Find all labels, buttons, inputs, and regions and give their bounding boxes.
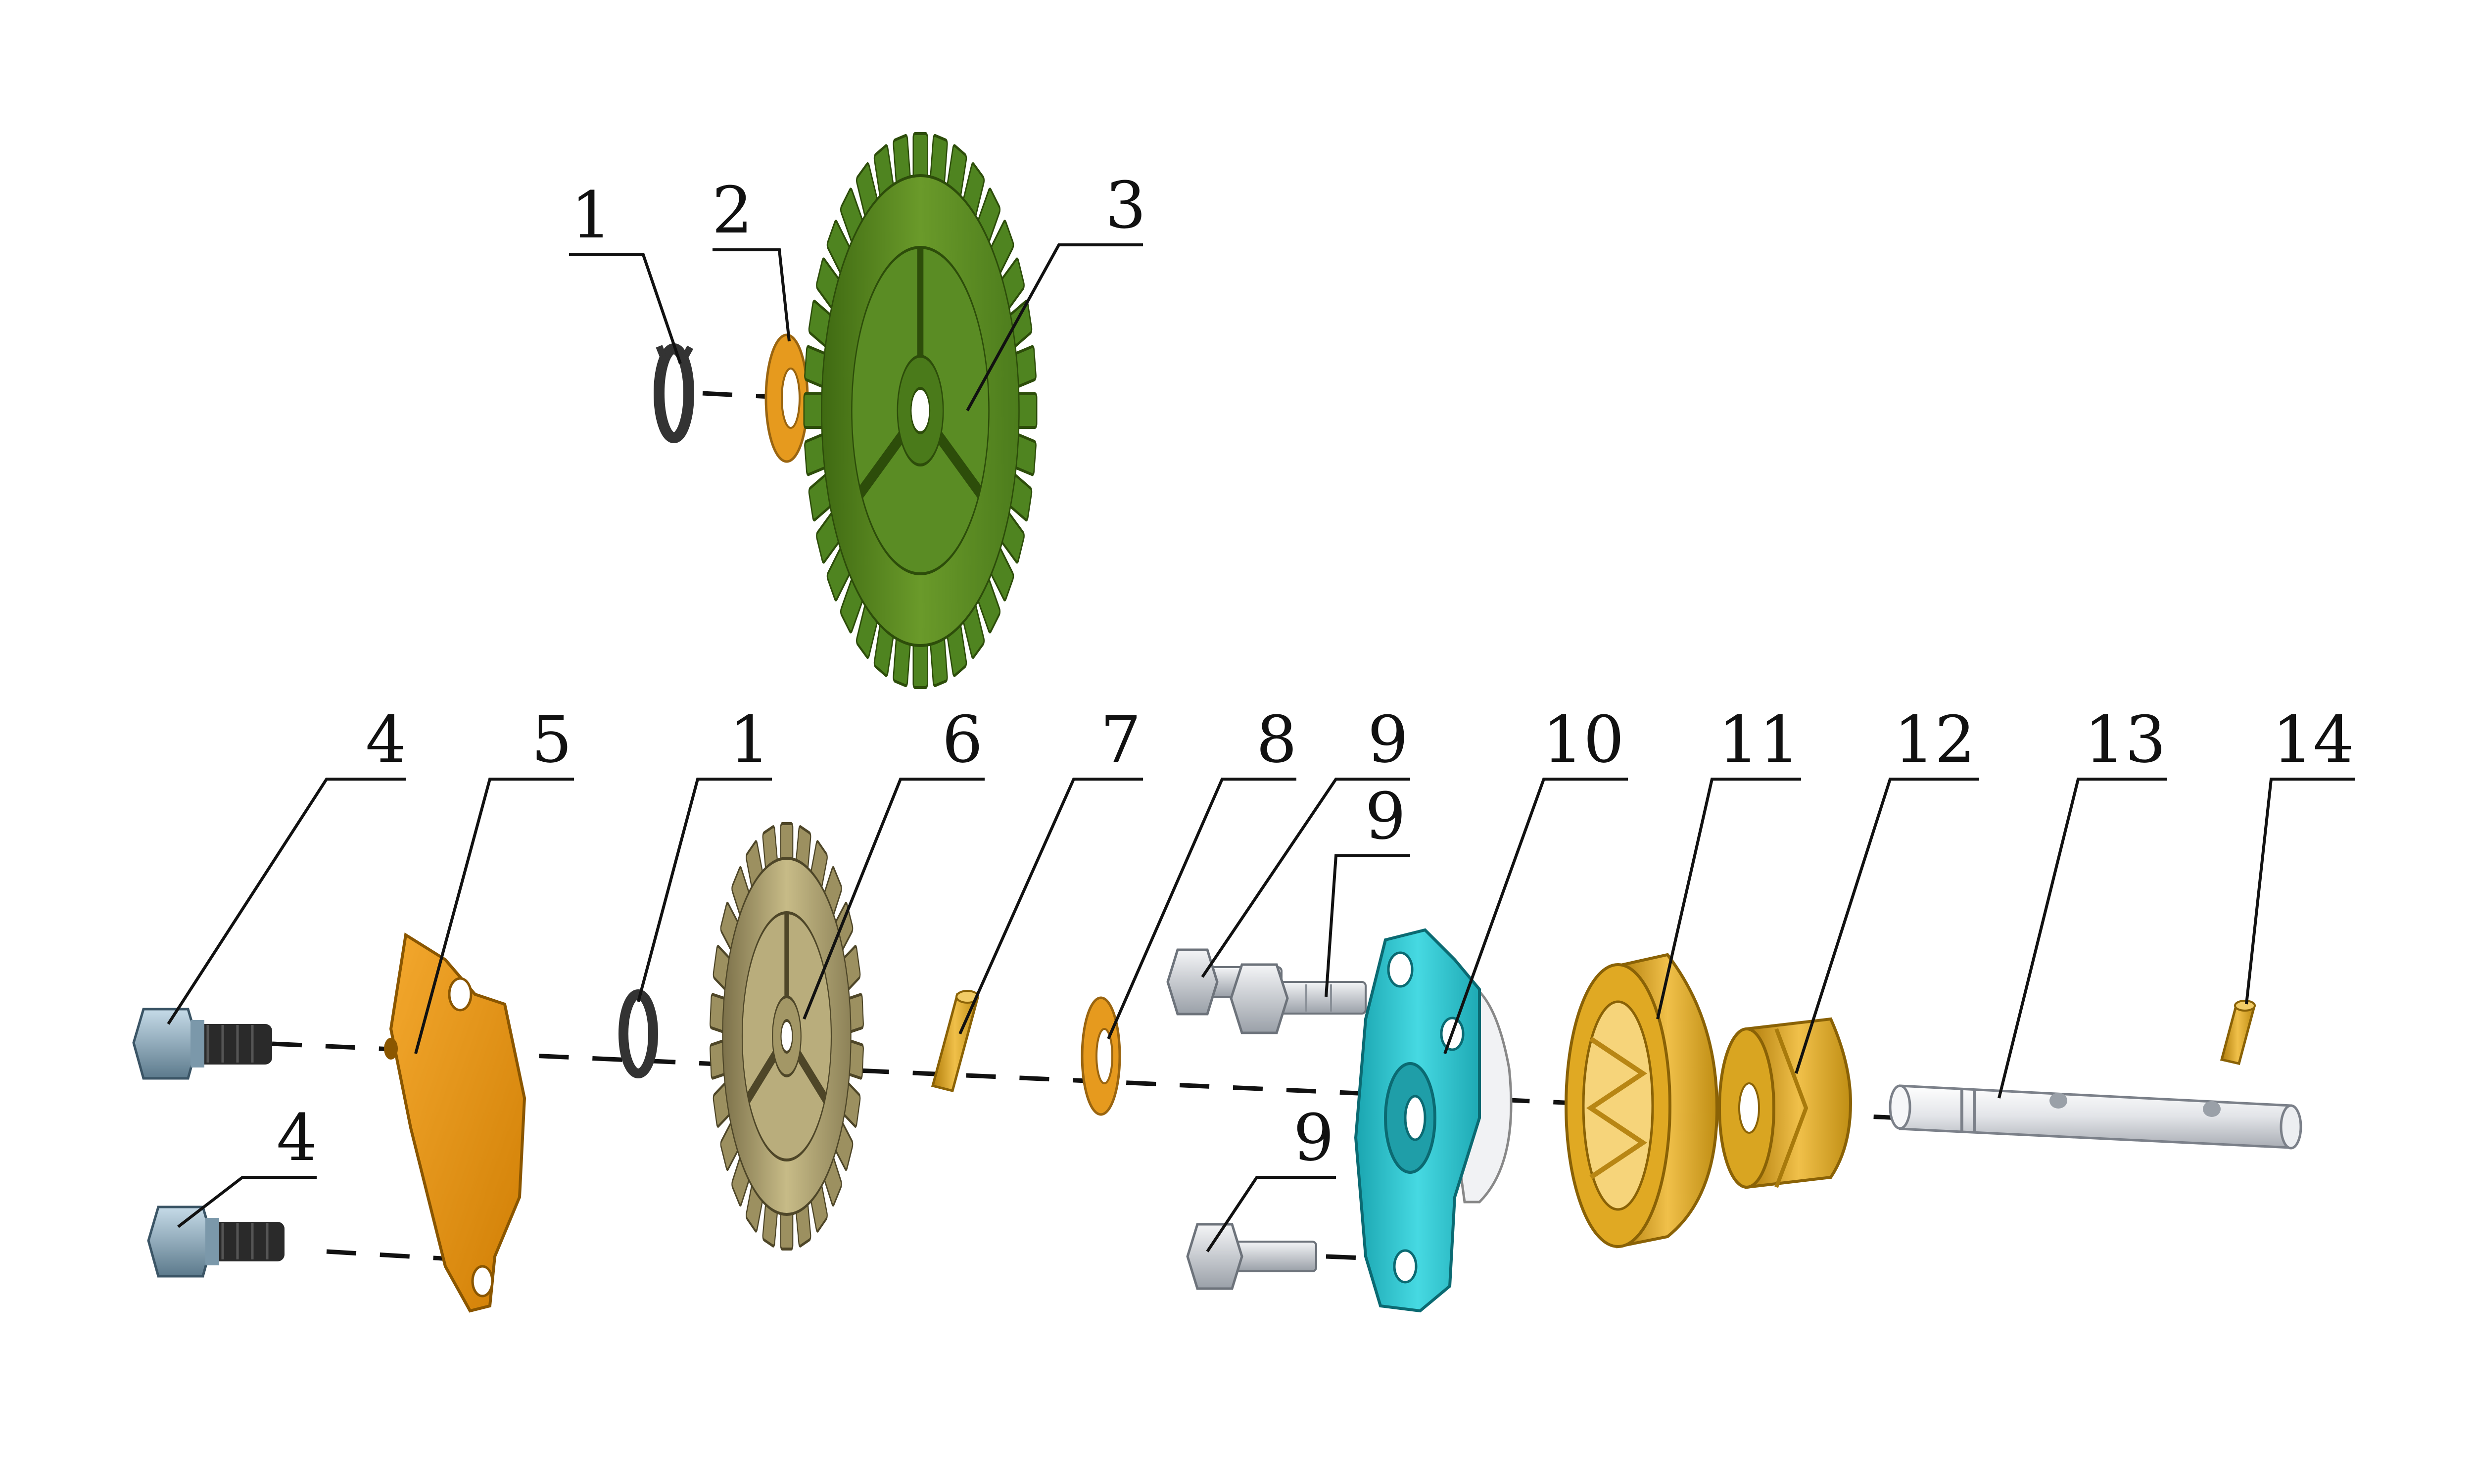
callout-5: 5 [531,702,572,777]
part-4-bolt-upper [132,1008,272,1080]
part-3-large-gear [803,132,1038,689]
part-10-pump-body [1354,928,1513,1313]
callout-4-lower: 4 [277,1100,318,1175]
leader-lines [167,243,2355,1252]
callout-8: 8 [1256,702,1297,777]
callout-7: 7 [1100,702,1142,777]
callout-9-b: 9 [1365,779,1406,854]
callout-2: 2 [712,173,753,248]
callout-9-c: 9 [1293,1100,1334,1175]
part-6-small-gear [710,822,864,1251]
callout-10: 10 [1542,702,1624,777]
callout-4-upper: 4 [366,702,407,777]
callout-12: 12 [1894,702,1975,777]
part-2-washer [764,333,809,463]
part-12-inner-rotor [1718,1017,1853,1189]
part-14-pin [2220,1000,2256,1065]
callout-3: 3 [1105,168,1146,243]
part-1-snap-ring-bottom [618,989,658,1078]
part-1-snap-ring-top [654,343,694,443]
part-11-outer-rotor [1565,953,1719,1249]
part-4-bolt-lower [147,1206,285,1278]
callout-11: 11 [1718,702,1800,777]
callout-1-top: 1 [571,178,612,253]
part-5-cover-plate [384,932,526,1313]
part-8-washer [1081,996,1121,1116]
callout-6: 6 [942,702,983,777]
callout-9-a: 9 [1368,702,1409,777]
callout-14: 14 [2272,702,2354,777]
part-13-shaft [1889,1084,2302,1150]
callout-1-bottom: 1 [729,702,770,777]
part-9-screw-b [1230,963,1367,1034]
part-9-screw-c [1186,1223,1317,1290]
callout-labels: 1 2 3 4 5 1 6 7 8 9 10 11 12 13 14 9 4 9 [277,168,2354,1175]
callout-13: 13 [2084,702,2166,777]
